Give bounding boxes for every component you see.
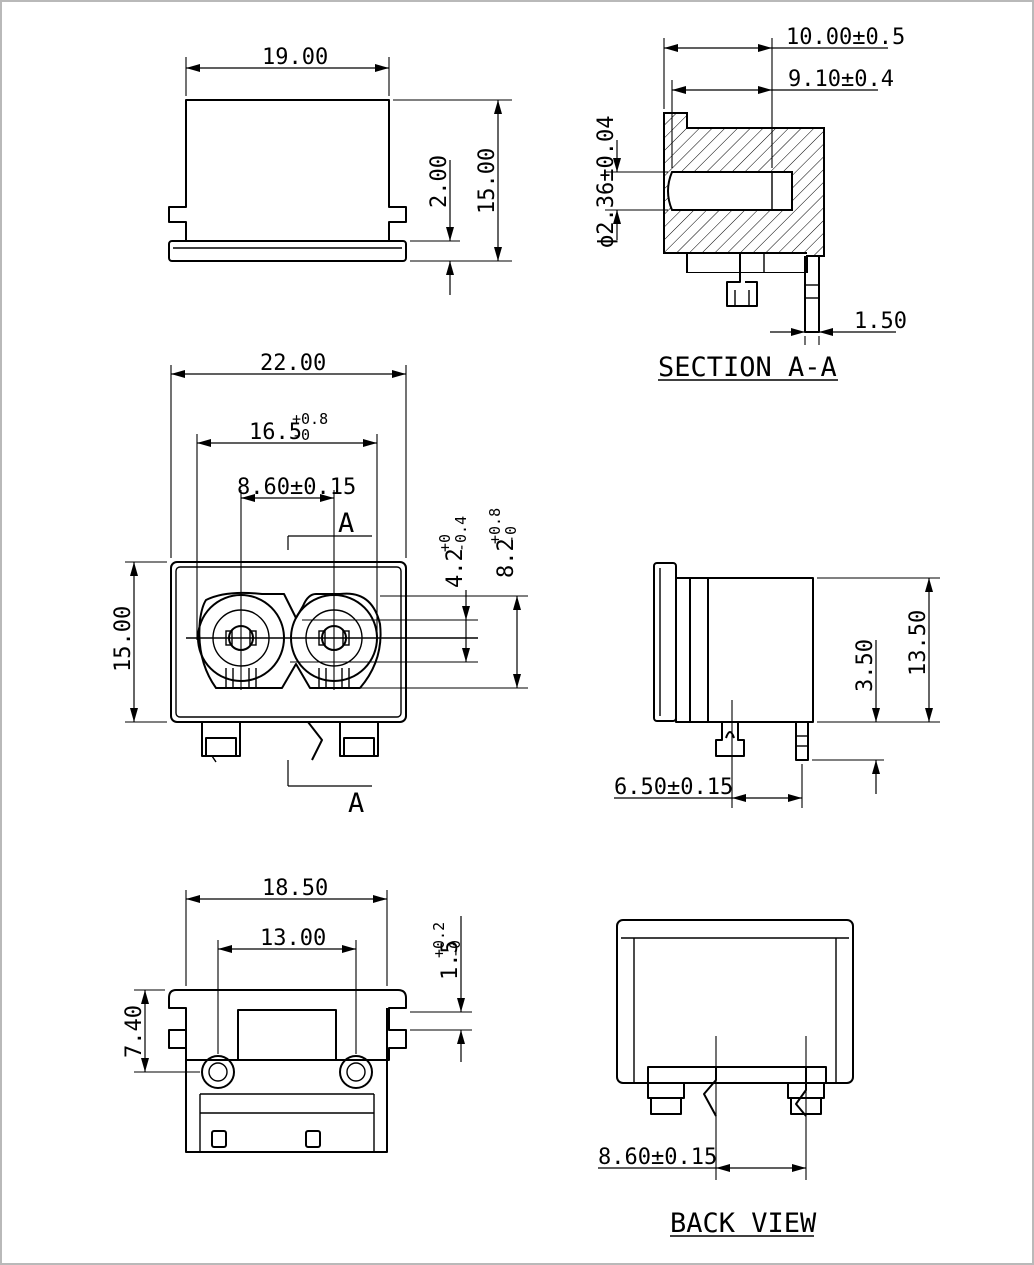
dim-front-inner-tol-plus: +0.8 bbox=[292, 410, 328, 428]
dim-bottom-slot: 1.5 bbox=[438, 940, 463, 980]
dim-front-height: 15.00 bbox=[111, 606, 136, 672]
top-view: 19.00 15.00 2.00 bbox=[168, 45, 512, 295]
dim-a-tol-minus: -0.4 bbox=[452, 516, 470, 552]
dim-bottom-slot-tol-plus: +0.2 bbox=[430, 922, 448, 958]
dim-bottom-slot-tol-minus: -0 bbox=[446, 940, 464, 958]
section-a-a-view: 10.00±0.5 9.10±0.4 ϕ2.36±0.04 1.50 SECTI… bbox=[594, 25, 907, 383]
dim-b: 8.2 bbox=[494, 538, 519, 578]
dim-section-inner: 9.10±0.4 bbox=[788, 67, 894, 92]
section-marker-top: A bbox=[338, 508, 354, 539]
side-view: 13.50 3.50 6.50±0.15 bbox=[614, 562, 940, 808]
dim-b-tol-minus: -0 bbox=[502, 526, 520, 544]
section-marker-bottom: A bbox=[348, 788, 364, 819]
dim-top-height: 15.00 bbox=[475, 148, 500, 214]
front-view: A A 22.00 16.5 +0.8 -0 8.60±0.15 15.00 bbox=[111, 351, 528, 819]
dim-front-inner-tol-minus: -0 bbox=[292, 426, 310, 444]
dim-bottom-pitch: 13.00 bbox=[260, 926, 326, 951]
dim-a: 4.2 bbox=[443, 548, 468, 588]
dim-back-pitch: 8.60±0.15 bbox=[598, 1145, 717, 1170]
dim-section-depth: 10.00±0.5 bbox=[786, 25, 905, 50]
dim-pin-pitch: 8.60±0.15 bbox=[237, 475, 356, 500]
dim-b-tol-plus: +0.8 bbox=[486, 508, 504, 544]
bottom-view: 18.50 13.00 7.40 1.5 +0.2 -0 bbox=[122, 876, 472, 1153]
dim-hole-diameter: ϕ2.36±0.04 bbox=[594, 116, 619, 248]
dim-pin-thickness: 1.50 bbox=[854, 309, 907, 334]
dim-side-pin-height: 3.50 bbox=[853, 639, 878, 692]
dim-side-height: 13.50 bbox=[906, 610, 931, 676]
dim-a-tol-plus: +0 bbox=[436, 534, 454, 552]
dim-bottom-height: 7.40 bbox=[122, 1005, 147, 1058]
dim-bottom-width: 18.50 bbox=[262, 876, 328, 901]
section-title: SECTION A-A bbox=[658, 352, 837, 383]
dim-top-width: 19.00 bbox=[262, 45, 328, 70]
back-view: 8.60±0.15 BACK VIEW bbox=[598, 919, 854, 1239]
dim-front-inner: 16.5 bbox=[249, 420, 302, 445]
dim-front-width: 22.00 bbox=[260, 351, 326, 376]
dim-side-offset: 6.50±0.15 bbox=[614, 775, 733, 800]
dim-top-flange: 2.00 bbox=[427, 155, 452, 208]
back-view-title: BACK VIEW bbox=[670, 1208, 817, 1239]
